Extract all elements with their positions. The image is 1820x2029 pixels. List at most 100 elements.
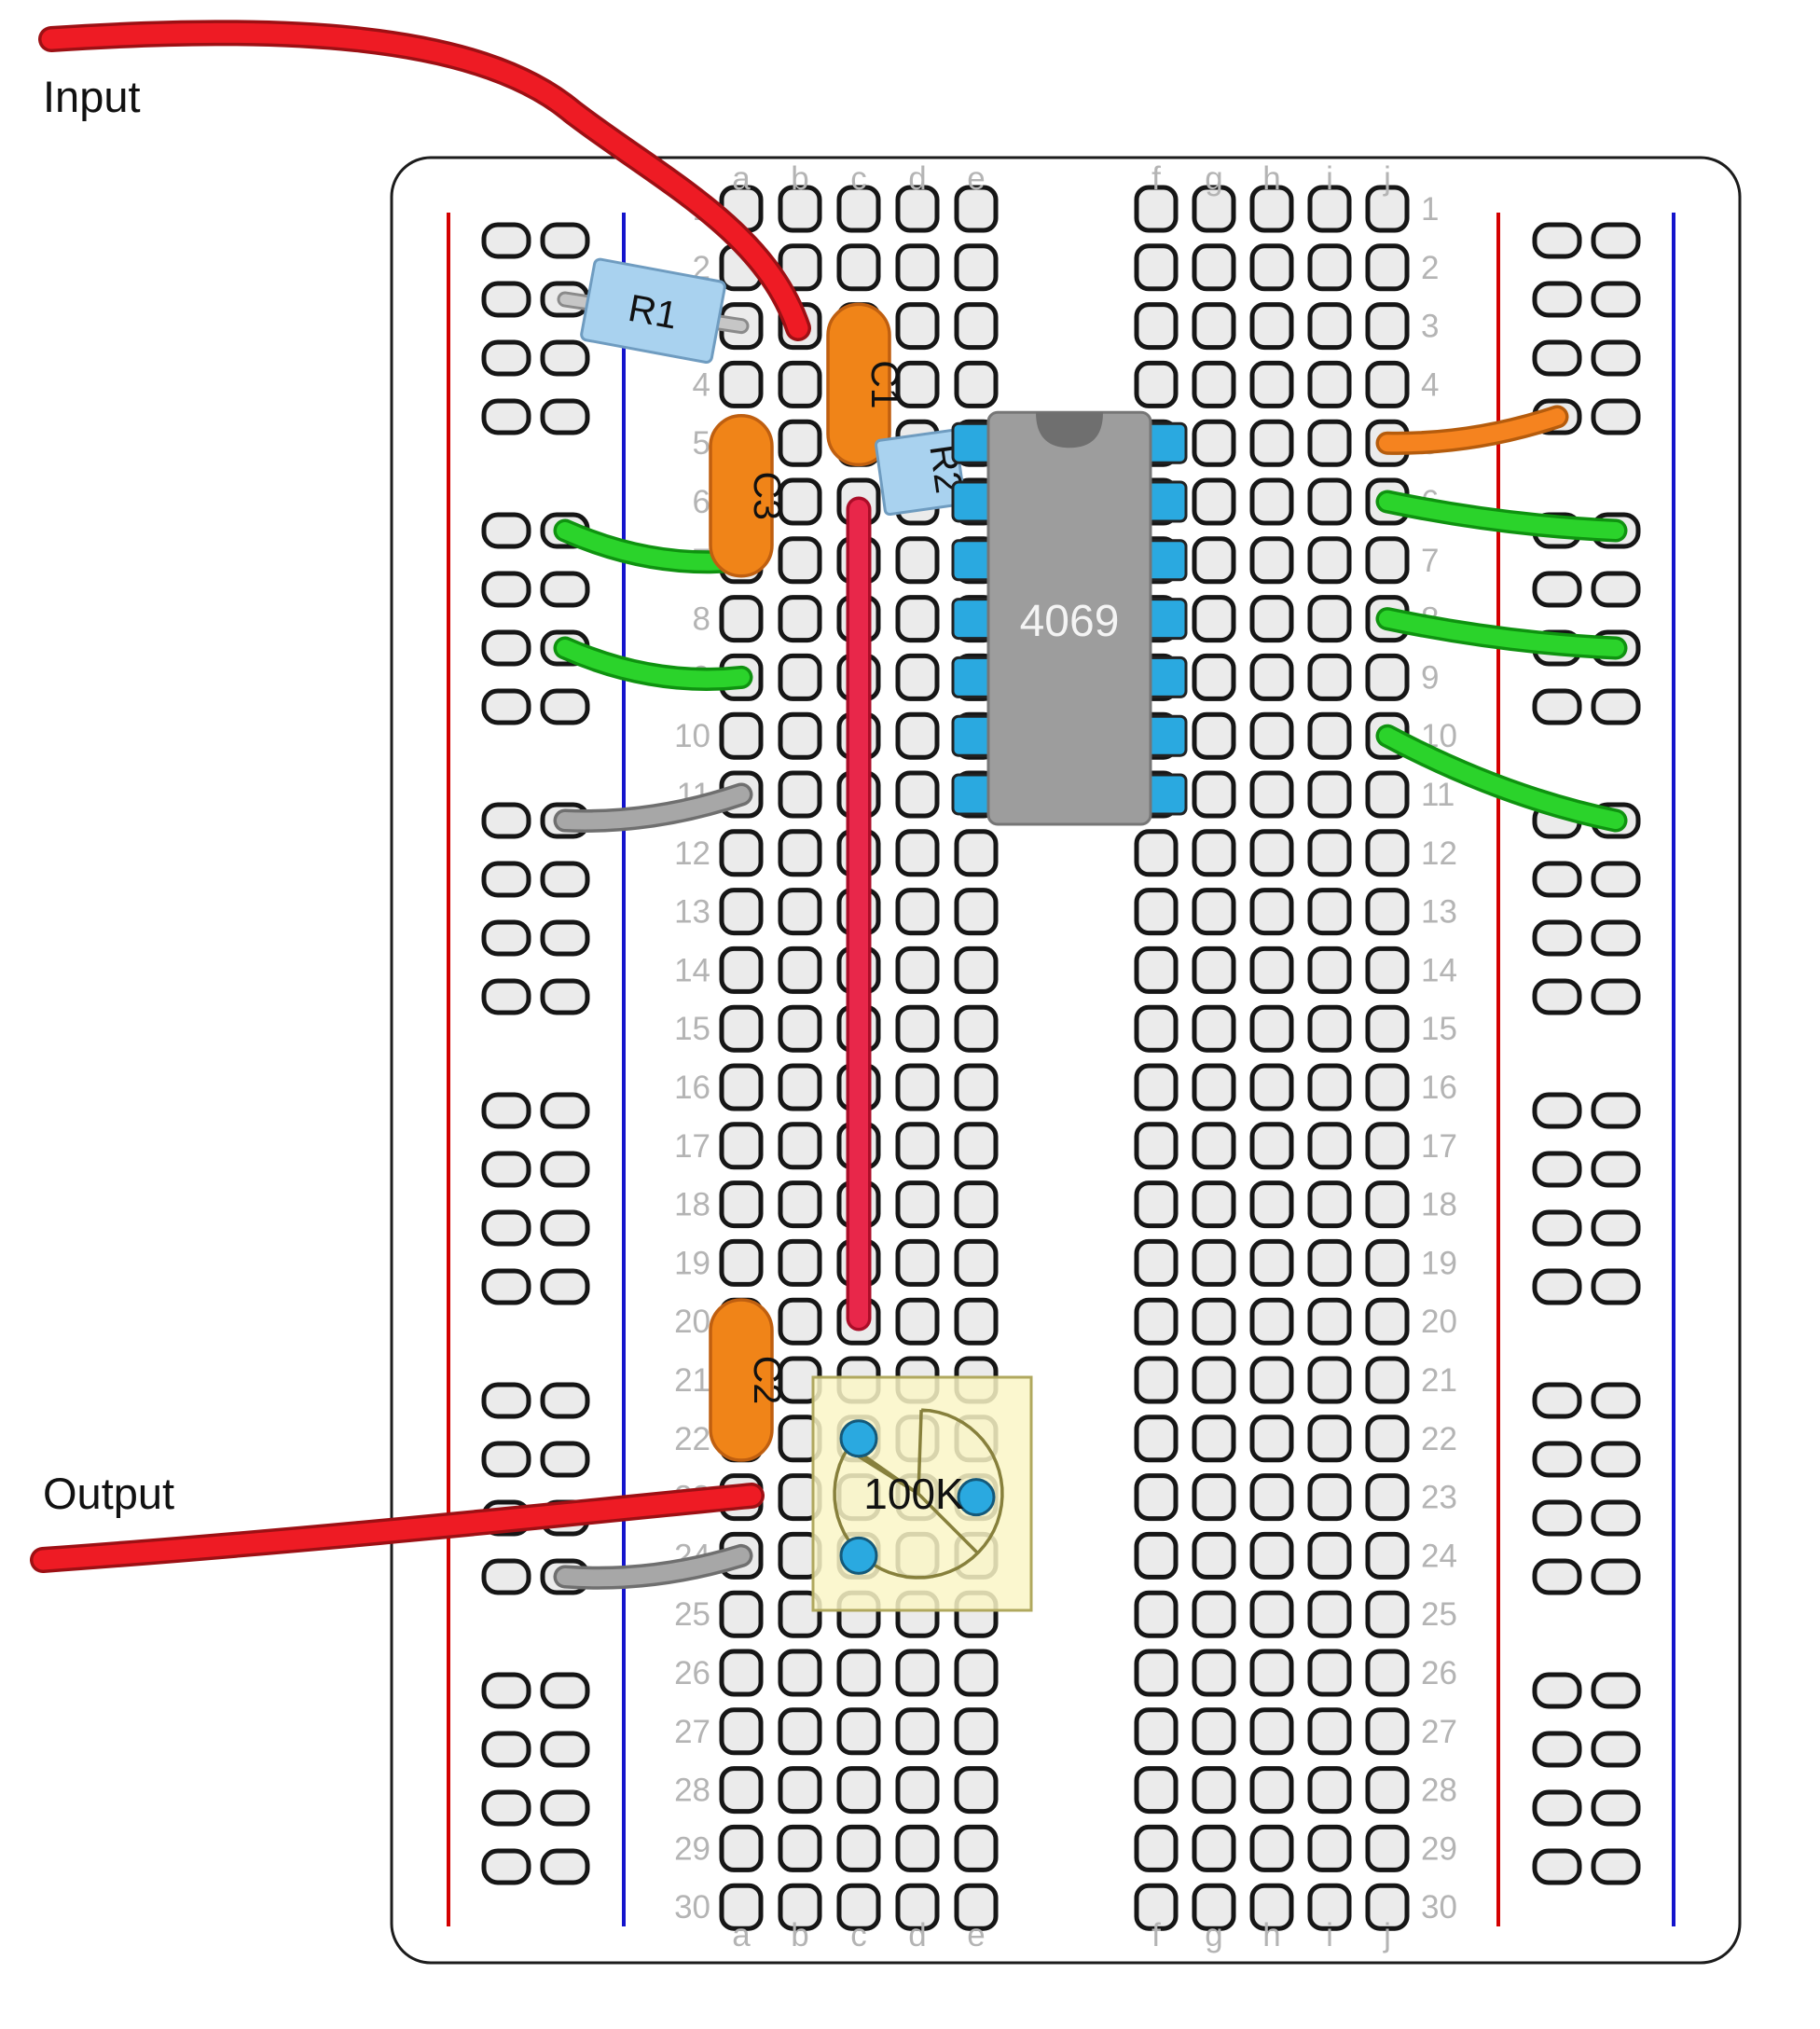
breadboard-hole <box>1249 1004 1294 1053</box>
row-label-right: 19 <box>1421 1245 1457 1281</box>
breadboard-hole <box>1134 1415 1179 1463</box>
row-label-right: 14 <box>1421 952 1457 988</box>
breadboard-hole <box>954 1766 999 1815</box>
pot-knob-symbol <box>833 1408 1004 1580</box>
breadboard-hole <box>1192 1473 1236 1522</box>
breadboard-hole <box>1249 1649 1294 1697</box>
row-label-right: 24 <box>1421 1538 1457 1574</box>
rail-hole <box>1532 1209 1582 1247</box>
rail-hole <box>481 281 531 318</box>
rail-hole <box>1591 339 1641 377</box>
breadboard-hole <box>1192 1766 1236 1815</box>
breadboard-hole <box>1249 1883 1294 1931</box>
breadboard-hole <box>719 1883 764 1931</box>
breadboard-hole <box>778 360 822 408</box>
rail-hole <box>540 978 590 1015</box>
breadboard-hole <box>895 1063 940 1111</box>
breadboard-hole <box>1192 302 1236 351</box>
wire-green-right-3 <box>1379 727 1624 829</box>
breadboard-hole <box>1192 1531 1236 1580</box>
column-label-i-bottom: i <box>1326 1917 1333 1953</box>
breadboard-hole <box>1307 1766 1352 1815</box>
wire-orange-right <box>1379 408 1565 452</box>
row-label-right: 16 <box>1421 1070 1457 1106</box>
rail-hole <box>481 1558 531 1595</box>
breadboard-hole <box>1249 1415 1294 1463</box>
breadboard-hole <box>1192 770 1236 819</box>
rail-hole <box>1591 1151 1641 1188</box>
breadboard-hole <box>1365 1180 1410 1229</box>
breadboard-hole <box>895 1238 940 1287</box>
breadboard-hole <box>1249 1824 1294 1872</box>
rail-hole <box>1532 1151 1582 1188</box>
breadboard-hole <box>1307 1590 1352 1638</box>
rail-hole <box>1532 919 1582 957</box>
breadboard-hole <box>719 1707 764 1756</box>
breadboard-hole <box>895 1883 940 1931</box>
row-label-right: 4 <box>1421 366 1439 403</box>
breadboard-hole <box>954 185 999 233</box>
breadboard-hole <box>719 360 764 408</box>
row-label-left: 27 <box>674 1714 710 1750</box>
row-label-right: 25 <box>1421 1596 1457 1633</box>
breadboard-hole <box>1192 888 1236 936</box>
breadboard-hole <box>778 1122 822 1170</box>
breadboard-hole <box>1365 1238 1410 1287</box>
rail-hole <box>540 688 590 725</box>
breadboard-hole <box>1365 1883 1410 1931</box>
rail-hole <box>1532 281 1582 318</box>
breadboard-hole <box>1249 1531 1294 1580</box>
breadboard-hole <box>954 1122 999 1170</box>
breadboard-hole <box>1307 243 1352 292</box>
breadboard-hole <box>1365 888 1410 936</box>
breadboard-hole <box>1307 477 1352 526</box>
breadboard-hole <box>1192 419 1236 467</box>
breadboard-hole <box>954 888 999 936</box>
breadboard-hole <box>1134 945 1179 994</box>
breadboard-hole <box>1307 653 1352 701</box>
breadboard-hole <box>895 1766 940 1815</box>
column-label-h-bottom: h <box>1262 1917 1280 1953</box>
breadboard-hole <box>1249 1063 1294 1111</box>
breadboard-hole <box>1307 419 1352 467</box>
breadboard-hole <box>1307 1004 1352 1053</box>
breadboard-hole <box>836 1649 881 1697</box>
breadboard-hole <box>1307 829 1352 877</box>
row-label-right: 21 <box>1421 1362 1457 1399</box>
breadboard-hole <box>1249 945 1294 994</box>
rail-hole <box>1591 1848 1641 1885</box>
breadboard-hole <box>1134 888 1179 936</box>
breadboard-hole <box>1365 1531 1410 1580</box>
rail-hole <box>1532 1731 1582 1768</box>
breadboard-hole <box>1307 1122 1352 1170</box>
breadboard-hole <box>1365 1063 1410 1111</box>
row-label-left: 26 <box>674 1655 710 1691</box>
breadboard-hole <box>778 653 822 701</box>
wire-green-left-bottom <box>557 640 750 688</box>
breadboard-hole <box>1134 1238 1179 1287</box>
breadboard-hole <box>719 1063 764 1111</box>
row-label-left: 16 <box>674 1070 710 1106</box>
breadboard-hole <box>1307 595 1352 643</box>
row-label-left: 6 <box>693 484 710 520</box>
breadboard-hole <box>1134 1297 1179 1346</box>
breadboard-hole <box>895 829 940 877</box>
breadboard-hole <box>1192 653 1236 701</box>
resistor-r1-body <box>580 257 726 365</box>
breadboard-hole <box>778 1766 822 1815</box>
rail-hole <box>481 571 531 608</box>
breadboard-hole <box>1134 1883 1179 1931</box>
column-label-f-bottom: f <box>1151 1917 1161 1953</box>
rail-hole <box>540 1268 590 1305</box>
breadboard-hole <box>1249 1297 1294 1346</box>
breadboard-hole <box>895 302 940 351</box>
breadboard-hole <box>719 711 764 760</box>
breadboard-hole <box>1192 711 1236 760</box>
breadboard-hole <box>954 243 999 292</box>
breadboard-hole <box>778 770 822 819</box>
breadboard-hole <box>1365 185 1410 233</box>
row-label-left: 29 <box>674 1830 710 1867</box>
rail-hole <box>540 861 590 898</box>
breadboard-hole <box>778 1590 822 1638</box>
breadboard-hole <box>778 536 822 585</box>
